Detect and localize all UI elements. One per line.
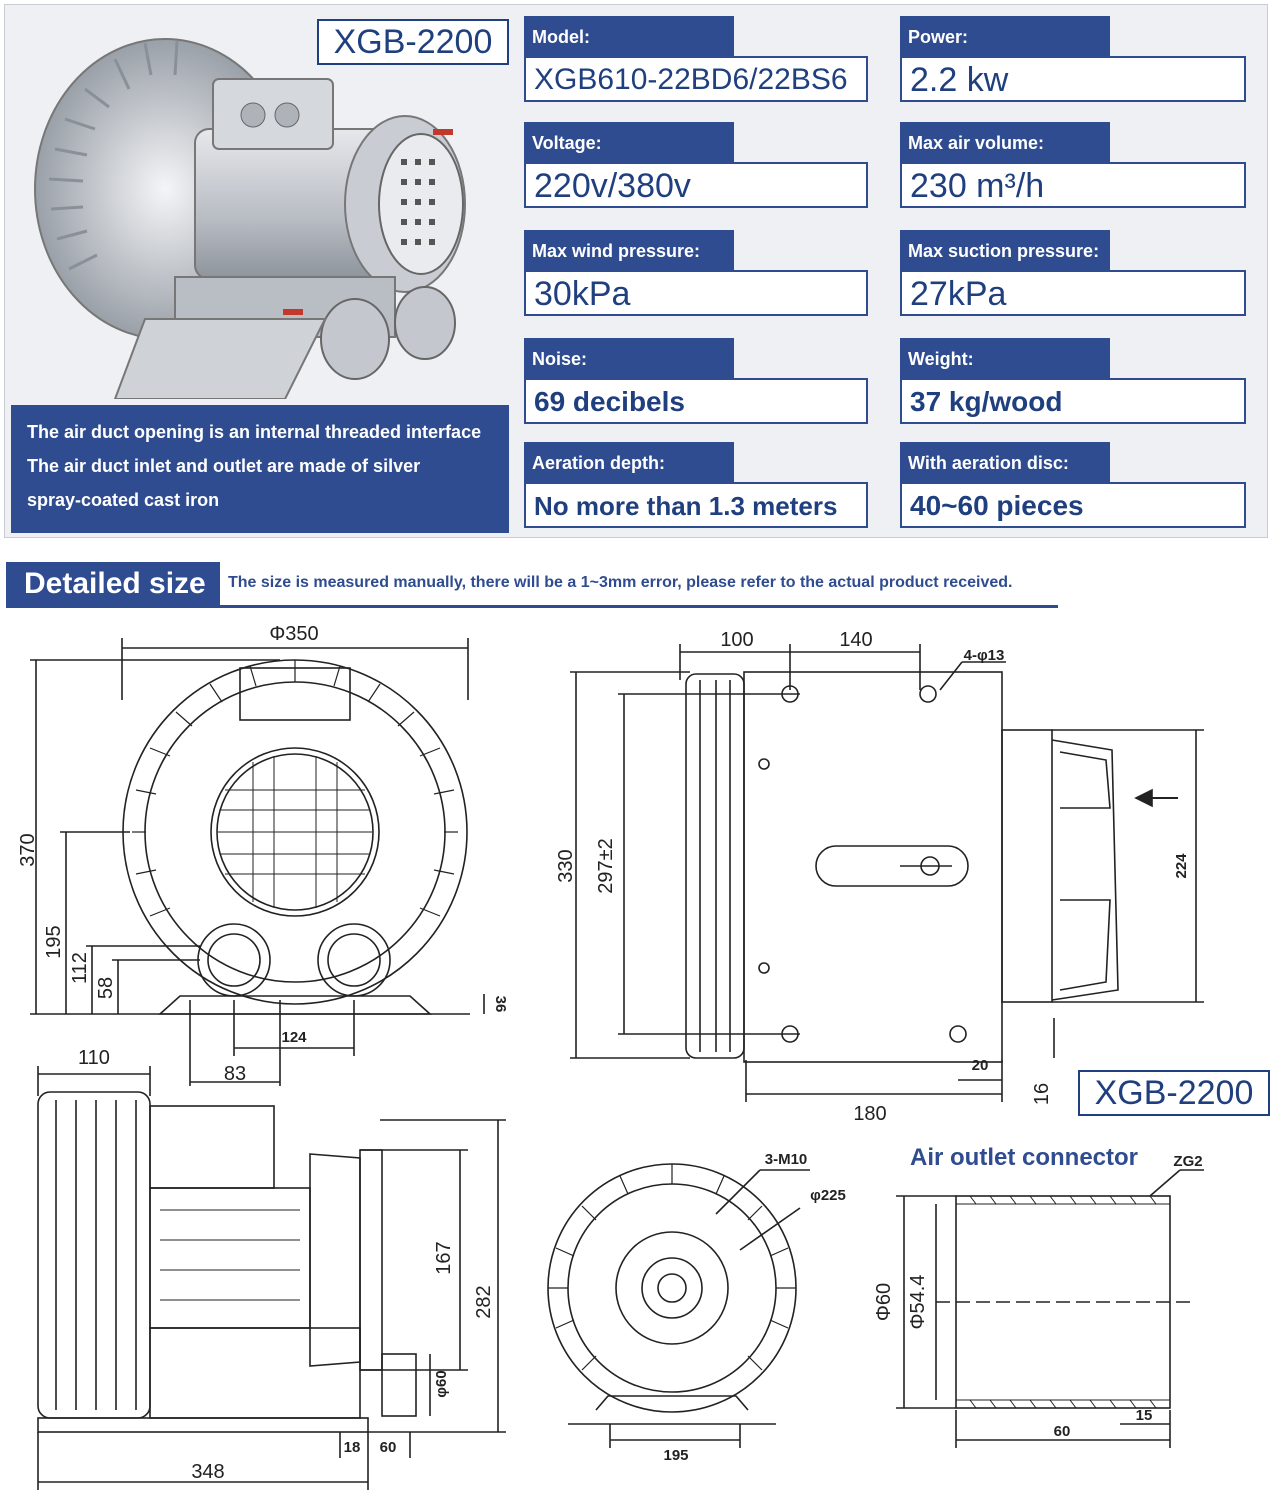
dim-label: 180 bbox=[853, 1103, 886, 1125]
spec-label: Voltage: bbox=[524, 122, 734, 162]
spec-label: Max wind pressure: bbox=[524, 230, 734, 270]
notes-box: The air duct opening is an internal thre… bbox=[11, 405, 509, 533]
dim-label: 58 bbox=[95, 977, 117, 999]
dim-label: 100 bbox=[720, 629, 753, 651]
top-view-drawing bbox=[570, 644, 1204, 1102]
dim-label: 140 bbox=[839, 629, 872, 651]
front-view-drawing bbox=[30, 638, 485, 1086]
dim-label: 110 bbox=[78, 1047, 110, 1069]
dim-label: Φ60 bbox=[873, 1283, 895, 1321]
spec-value: 37 kg/wood bbox=[900, 378, 1246, 424]
dim-label: 370 bbox=[17, 833, 39, 866]
rear-view-drawing bbox=[547, 1163, 810, 1448]
spec-value: 27kPa bbox=[900, 270, 1246, 316]
dim-label: 330 bbox=[555, 849, 577, 882]
note-line: The air duct opening is an internal thre… bbox=[27, 422, 482, 442]
dim-label: 83 bbox=[224, 1063, 246, 1085]
dim-label: 297±2 bbox=[595, 838, 617, 893]
dim-label: 20 bbox=[972, 1057, 989, 1074]
dim-label: 195 bbox=[43, 925, 65, 958]
spec-label: Max air volume: bbox=[900, 122, 1110, 162]
dim-label: 16 bbox=[1031, 1083, 1053, 1105]
spec-label: Aeration depth: bbox=[524, 442, 734, 482]
dim-label: 4-φ13 bbox=[964, 647, 1005, 664]
spec-label: With aeration disc: bbox=[900, 442, 1110, 482]
dim-label: 195 bbox=[663, 1447, 688, 1464]
spec-value: No more than 1.3 meters bbox=[524, 482, 868, 528]
dim-label: 167 bbox=[433, 1241, 455, 1274]
note-line: The air duct inlet and outlet are made o… bbox=[27, 456, 421, 476]
connector-title: Air outlet connector bbox=[910, 1144, 1139, 1171]
dim-label: Φ350 bbox=[269, 623, 318, 645]
spec-label: Noise: bbox=[524, 338, 734, 378]
dim-label: 224 bbox=[1173, 853, 1190, 879]
spec-value: 220v/380v bbox=[524, 162, 868, 208]
spec-value: 2.2 kw bbox=[900, 56, 1246, 102]
dim-label: 282 bbox=[473, 1285, 495, 1318]
note-line: spray-coated cast iron bbox=[27, 490, 220, 510]
spec-value: XGB610-22BD6/22BS6 bbox=[524, 56, 868, 102]
dim-label: φ60 bbox=[433, 1370, 450, 1397]
section-divider bbox=[6, 605, 1058, 608]
spec-label: Power: bbox=[900, 16, 1110, 56]
dim-label: 112 bbox=[69, 952, 91, 984]
dim-label: 60 bbox=[380, 1439, 397, 1456]
dim-label: 18 bbox=[344, 1439, 361, 1456]
spec-label: Model: bbox=[524, 16, 734, 56]
dim-label: 15 bbox=[1136, 1407, 1153, 1424]
section-title: Detailed size bbox=[6, 562, 220, 606]
air-outlet-connector-drawing bbox=[896, 1169, 1204, 1448]
dim-label: 60 bbox=[1054, 1423, 1071, 1440]
side-view-drawing bbox=[37, 1066, 506, 1490]
dim-label: 36 bbox=[492, 996, 509, 1013]
dim-label: 124 bbox=[281, 1029, 307, 1046]
spec-label: Max suction pressure: bbox=[900, 230, 1110, 270]
ring-blower-photo bbox=[34, 38, 466, 399]
dim-label: 348 bbox=[191, 1461, 224, 1483]
dim-label: ZG2 bbox=[1173, 1153, 1202, 1170]
product-model-badge: XGB-2200 bbox=[317, 19, 509, 65]
dim-label: 3-M10 bbox=[765, 1151, 808, 1168]
dim-label: Φ54.4 bbox=[907, 1275, 929, 1330]
drawing-model-badge: XGB-2200 bbox=[1078, 1070, 1270, 1116]
section-note: The size is measured manually, there wil… bbox=[228, 574, 1013, 591]
spec-value: 69 decibels bbox=[524, 378, 868, 424]
dim-label: φ225 bbox=[810, 1187, 846, 1204]
spec-label: Weight: bbox=[900, 338, 1110, 378]
spec-value: 30kPa bbox=[524, 270, 868, 316]
spec-value: 230 m³/h bbox=[900, 162, 1246, 208]
spec-value: 40~60 pieces bbox=[900, 482, 1246, 528]
